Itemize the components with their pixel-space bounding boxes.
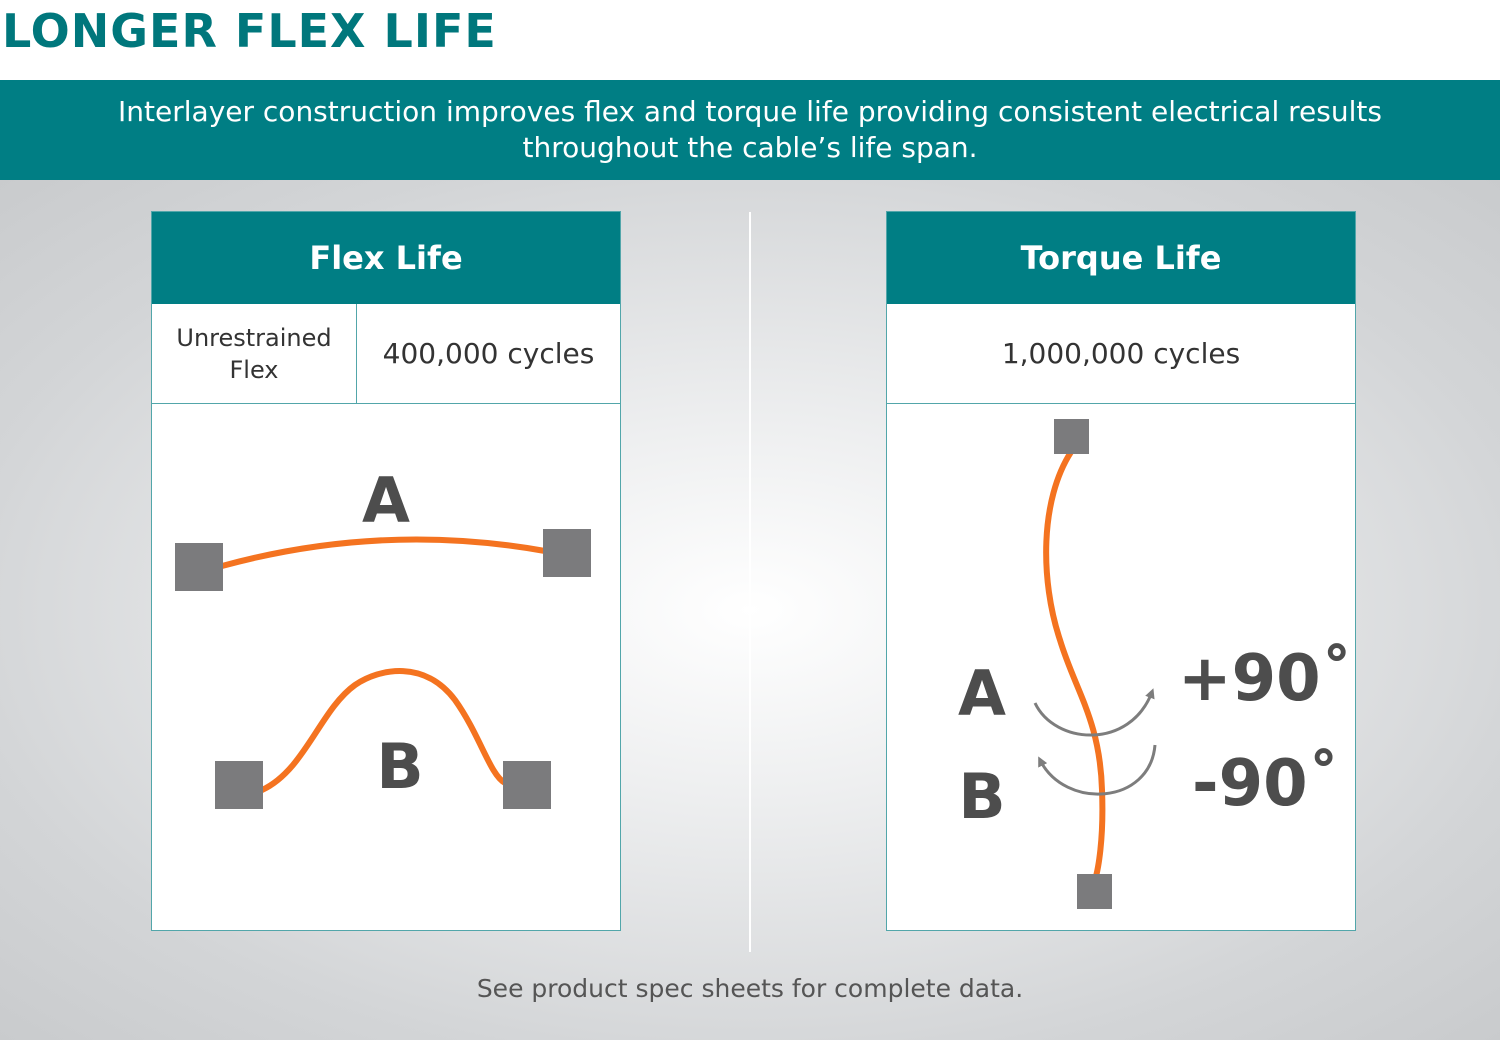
flex-life-title: Flex Life [309, 239, 463, 277]
flex-spec-row: Unrestrained Flex 400,000 cycles [152, 304, 620, 404]
flex-spec-value: 400,000 cycles [382, 337, 595, 370]
torque-spec-row: 1,000,000 cycles [887, 304, 1355, 404]
footnote: See product spec sheets for complete dat… [476, 974, 1024, 1003]
page-title: LONGER FLEX LIFE [2, 4, 497, 58]
torque-life-panel: Torque Life 1,000,000 cycles [886, 211, 1356, 931]
banner-text: Interlayer construction improves flex an… [118, 95, 1382, 164]
intro-banner: Interlayer construction improves flex an… [0, 80, 1500, 180]
torque-spec-value: 1,000,000 cycles [1001, 337, 1241, 370]
flex-life-panel: Flex Life Unrestrained Flex 400,000 cycl… [151, 211, 621, 931]
center-divider [749, 212, 751, 952]
torque-life-header: Torque Life [887, 212, 1355, 304]
flex-spec-label: Unrestrained Flex [152, 304, 357, 403]
flex-life-header: Flex Life [152, 212, 620, 304]
torque-life-title: Torque Life [1020, 239, 1222, 277]
